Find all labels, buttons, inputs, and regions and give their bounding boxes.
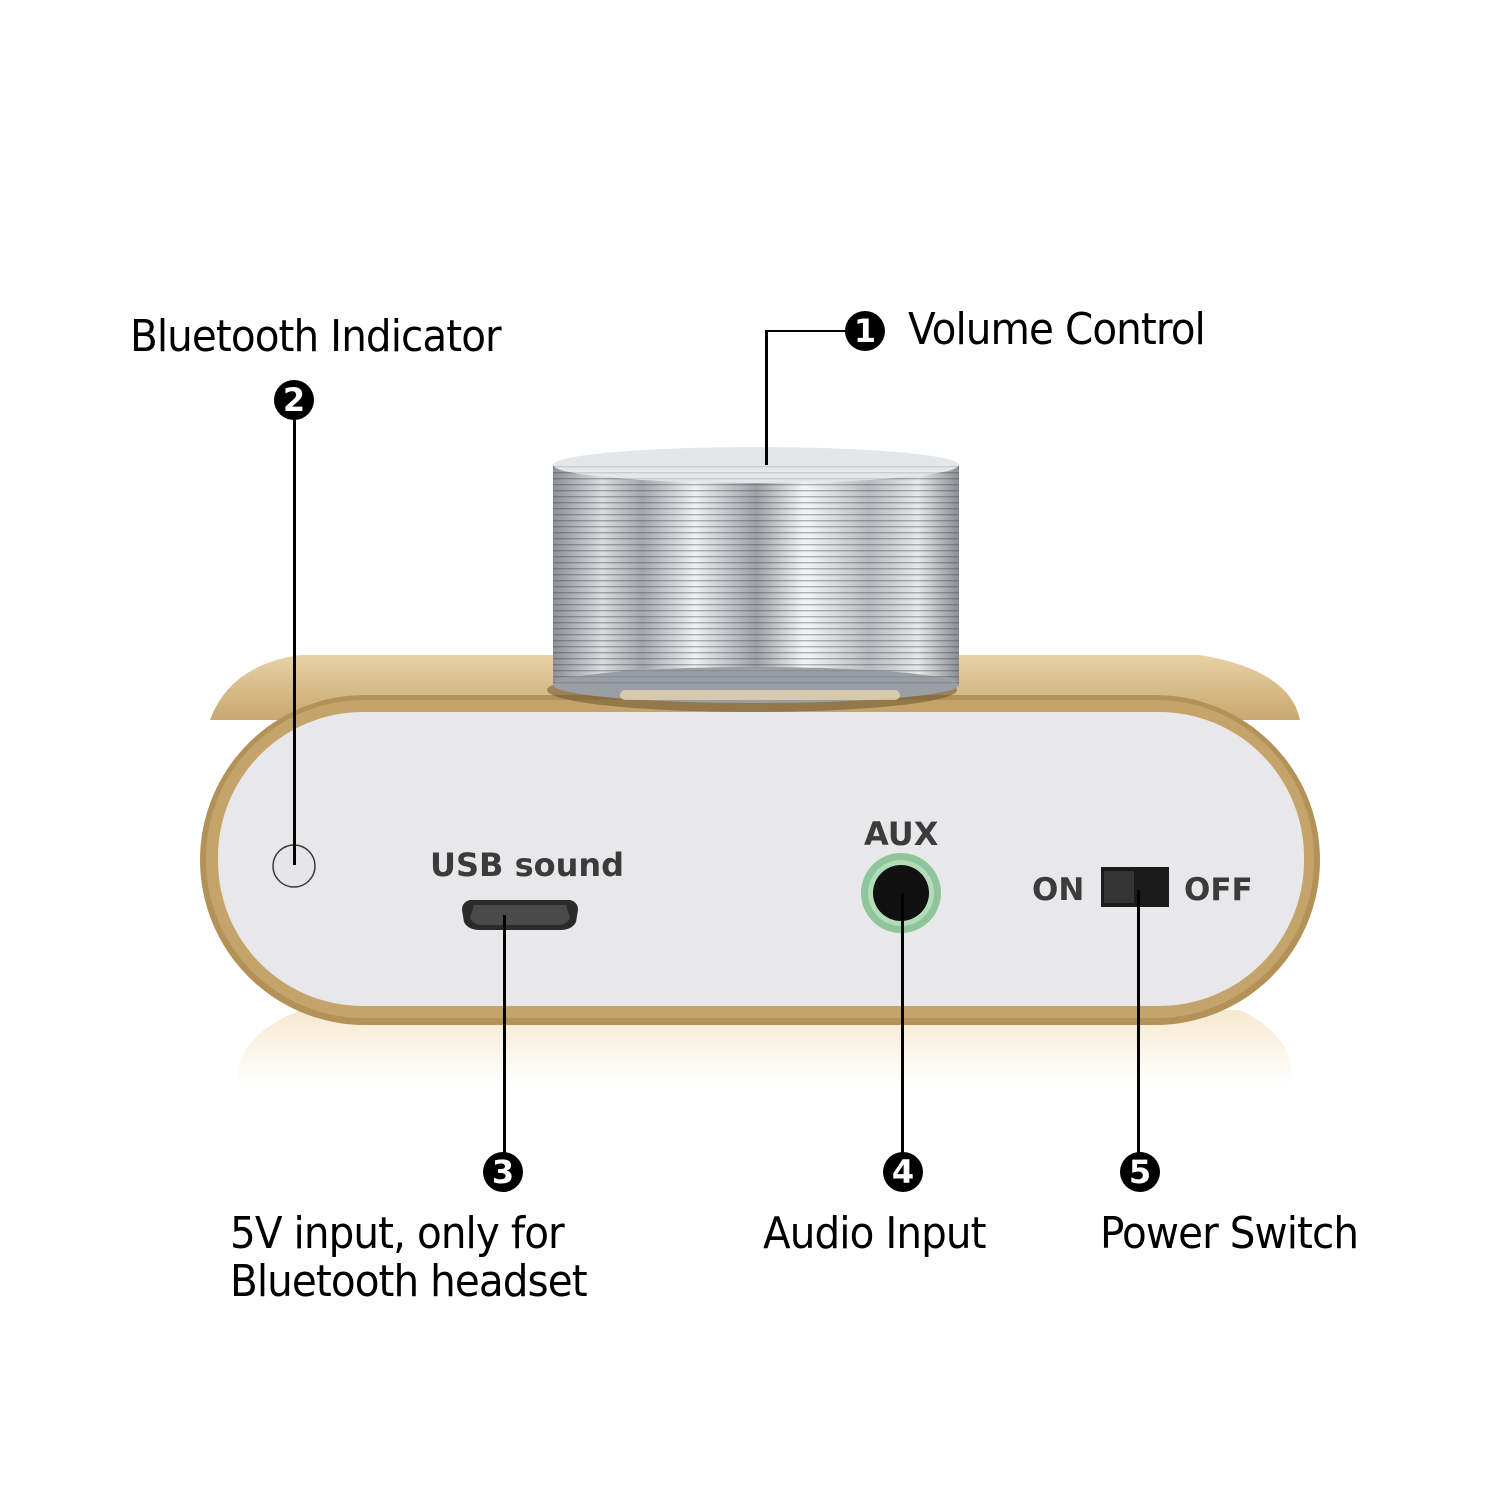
callout-3-number-badge: 3 [483,1152,523,1192]
usb-port-label: USB sound [430,846,625,884]
callout-1-number-badge: 1 [845,311,885,351]
callout-3-label-line2: Bluetooth headset [230,1256,588,1307]
callout-1-leader-vertical [765,331,768,465]
callout-4-label: Audio Input [763,1208,987,1259]
callout-1-leader-horizontal [765,330,847,332]
callout-5-leader [1137,890,1140,1155]
callout-3-leader [503,915,506,1155]
callout-2-label: Bluetooth Indicator [130,311,502,362]
callout-2-leader [293,418,296,865]
callout-2-number-badge: 2 [274,380,314,420]
callout-1-label: Volume Control [908,304,1206,355]
callout-3-label-line1: 5V input, only for [230,1208,565,1259]
callout-4-leader [901,893,904,1155]
power-switch [1101,867,1169,907]
device-reflection [238,1010,1292,1085]
callout-4-number-badge: 4 [883,1152,923,1192]
callout-5-label: Power Switch [1100,1208,1359,1259]
switch-off-label: OFF [1184,872,1253,908]
device-face-plate [218,712,1304,1006]
micro-usb-port [462,900,578,930]
callout-5-number-badge: 5 [1120,1152,1160,1192]
volume-knob [553,447,959,703]
aux-port-label: AUX [864,815,939,853]
switch-on-label: ON [1032,872,1085,908]
